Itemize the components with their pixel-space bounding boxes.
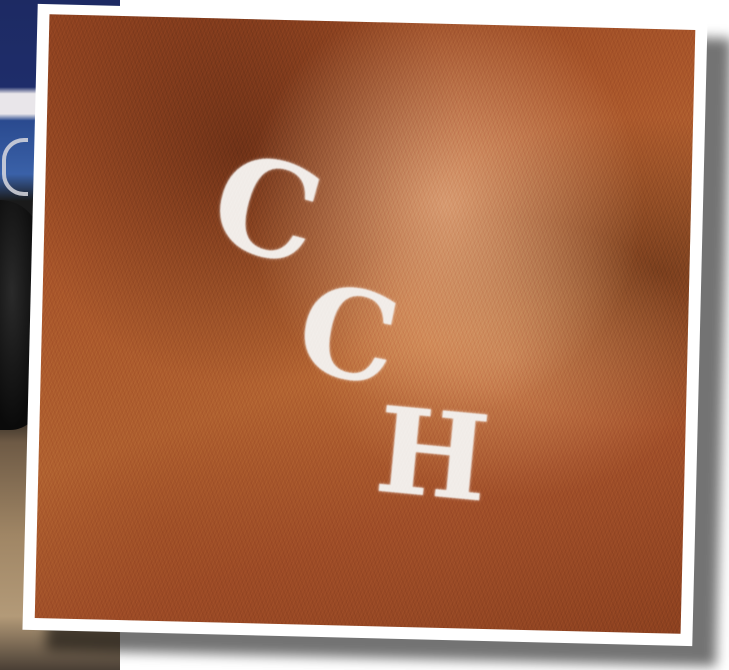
brand-letter-c-second: C <box>286 254 411 415</box>
brand-letter-c-first: C <box>196 121 337 297</box>
brand-letter-h: H <box>370 379 495 529</box>
hide-photo: C C H <box>34 14 696 634</box>
photo-card: C C H <box>22 3 708 647</box>
arena-sign <box>2 138 28 196</box>
